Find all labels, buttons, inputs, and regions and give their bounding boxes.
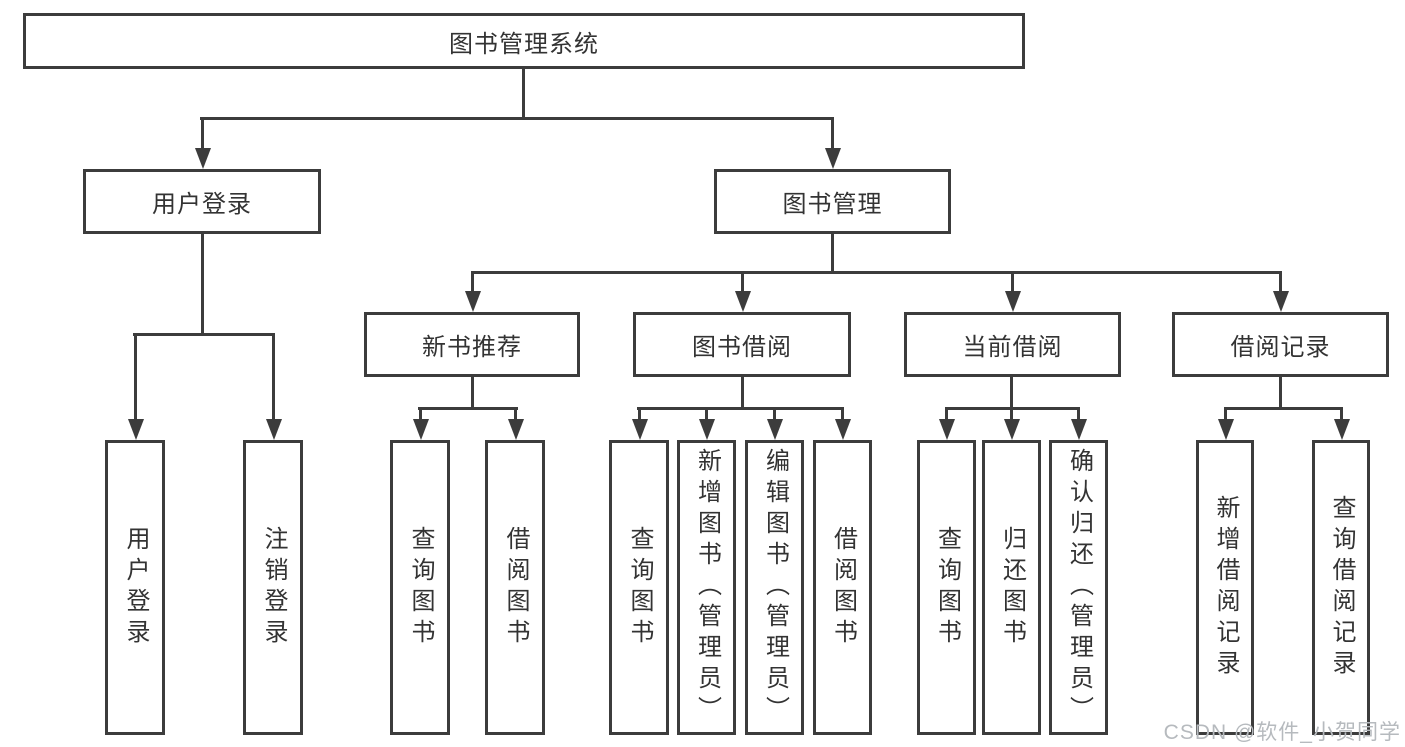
connector-root-stem [522, 68, 525, 120]
connector-book-borrow-stem [741, 376, 744, 410]
leaf-logout: 注销登录 [243, 440, 303, 735]
leaf-edit-book-admin-label: 编辑图书（管理员） [761, 448, 789, 727]
leaf-edit-book-admin: 编辑图书（管理员） [745, 440, 804, 735]
leaf-logout-label: 注销登录 [260, 525, 287, 650]
connector-user-login-branch [133, 333, 275, 336]
leaf-add-borrow-record-label: 新增借阅记录 [1212, 494, 1239, 681]
connector-borrow-record-stem [1279, 376, 1282, 410]
arrow-new-book-leaf-1 [419, 407, 422, 419]
connector-book-borrow-branch [637, 407, 844, 410]
leaf-confirm-return-admin-label: 确认归还（管理员） [1065, 448, 1093, 727]
node-book-management-label: 图书管理 [782, 191, 883, 218]
leaf-confirm-return-admin: 确认归还（管理员） [1049, 440, 1108, 735]
leaf-query-book-3: 查询图书 [917, 440, 976, 735]
node-book-management: 图书管理 [714, 169, 951, 234]
arrow-borrow-record-leaf-1 [1224, 407, 1227, 419]
arrow-current-borrow-leaf-3 [1077, 407, 1080, 419]
leaf-add-borrow-record: 新增借阅记录 [1196, 440, 1254, 735]
node-borrow-record: 借阅记录 [1172, 312, 1389, 377]
leaf-return-book-label: 归还图书 [998, 525, 1026, 650]
leaf-query-book-1-label: 查询图书 [407, 525, 434, 650]
arrow-to-book-management [831, 117, 834, 148]
connector-book-mgmt-stem [831, 233, 834, 274]
leaf-query-borrow-record-label: 查询借阅记录 [1328, 494, 1355, 681]
leaf-add-book-admin-label: 新增图书（管理员） [693, 448, 721, 727]
node-current-borrow-label: 当前借阅 [962, 334, 1063, 361]
connector-user-login-stem [201, 233, 204, 336]
node-user-login: 用户登录 [83, 169, 321, 234]
arrow-book-borrow-leaf-1 [638, 407, 641, 419]
connector-borrow-record-branch [1224, 407, 1343, 410]
leaf-query-book-1: 查询图书 [390, 440, 450, 735]
node-borrow-record-label: 借阅记录 [1230, 334, 1331, 361]
leaf-query-borrow-record: 查询借阅记录 [1312, 440, 1370, 735]
csdn-watermark: CSDN @软件_小贺同学 [1163, 721, 1401, 744]
arrow-to-new-book [471, 271, 474, 291]
leaf-borrow-book-2: 借阅图书 [813, 440, 872, 735]
node-book-borrow: 图书借阅 [633, 312, 851, 377]
node-new-book-recommend: 新书推荐 [364, 312, 580, 377]
leaf-borrow-book-2-label: 借阅图书 [829, 525, 857, 650]
leaf-borrow-book-1-label: 借阅图书 [502, 525, 529, 650]
leaf-user-login: 用户登录 [105, 440, 165, 735]
arrow-current-borrow-leaf-1 [945, 407, 948, 419]
arrow-new-book-leaf-2 [514, 407, 517, 419]
arrow-to-user-login [201, 117, 204, 148]
arrow-book-borrow-leaf-4 [841, 407, 844, 419]
leaf-borrow-book-1: 借阅图书 [485, 440, 545, 735]
leaf-user-login-label: 用户登录 [122, 525, 149, 650]
arrow-to-leaf-login [134, 333, 137, 419]
connector-new-book-stem [471, 376, 474, 410]
node-user-login-label: 用户登录 [152, 191, 252, 218]
node-current-borrow: 当前借阅 [904, 312, 1121, 377]
node-book-borrow-label: 图书借阅 [692, 334, 792, 361]
leaf-query-book-3-label: 查询图书 [933, 525, 961, 650]
leaf-query-book-2: 查询图书 [609, 440, 669, 735]
connector-new-book-branch [418, 407, 518, 410]
arrow-book-borrow-leaf-2 [705, 407, 708, 419]
arrow-to-book-borrow [741, 271, 744, 291]
arrow-to-borrow-record [1279, 271, 1282, 291]
leaf-add-book-admin: 新增图书（管理员） [677, 440, 736, 735]
arrow-current-borrow-leaf-2 [1010, 407, 1013, 419]
leaf-query-book-2-label: 查询图书 [626, 525, 653, 650]
connector-book-mgmt-branch [471, 271, 1282, 274]
node-root-system: 图书管理系统 [23, 13, 1025, 69]
leaf-return-book: 归还图书 [982, 440, 1041, 735]
node-root-label: 图书管理系统 [449, 30, 599, 58]
connector-root-branch [200, 117, 834, 120]
arrow-to-current-borrow [1011, 271, 1014, 291]
arrow-to-leaf-logout [272, 333, 275, 419]
node-new-book-recommend-label: 新书推荐 [422, 334, 522, 361]
connector-current-borrow-stem [1010, 376, 1013, 410]
arrow-borrow-record-leaf-2 [1340, 407, 1343, 419]
arrow-book-borrow-leaf-3 [773, 407, 776, 419]
